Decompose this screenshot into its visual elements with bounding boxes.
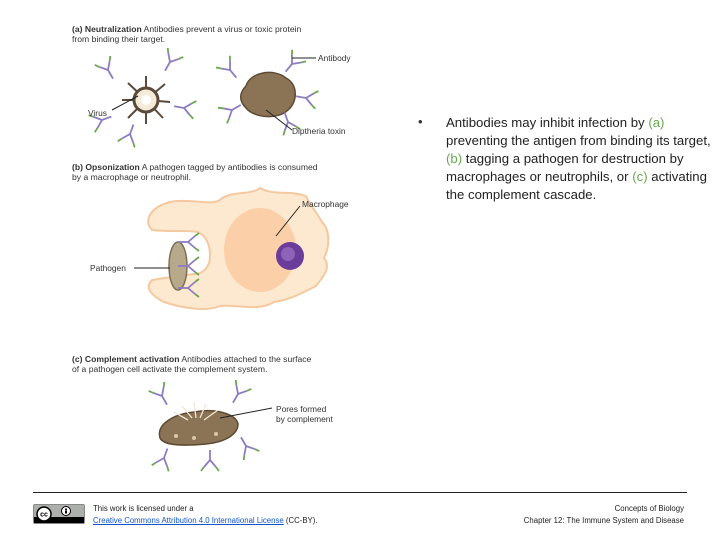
macrophage-label: Macrophage (302, 199, 349, 209)
panel-c-caption: (c) Complement activation Antibodies att… (72, 354, 372, 374)
marker-a: (a) (648, 115, 665, 130)
panel-a-caption: (a) Neutralization Antibodies prevent a … (72, 24, 372, 44)
marker-c: (c) (632, 169, 648, 184)
marker-b: (b) (446, 151, 463, 166)
figure-illustration (87, 47, 330, 473)
license-line1: This work is licensed under a (93, 504, 194, 513)
body-text-part3: tagging a pathogen for destruction by ma… (446, 151, 684, 184)
panel-a-caption-line2: from binding their target. (72, 34, 166, 44)
footer-divider (33, 492, 687, 493)
diptheria-toxin-graphic (215, 48, 320, 137)
cc-by-badge-icon: cc (33, 504, 85, 524)
virus-label: Virus (88, 108, 107, 118)
panel-c-caption-line2: of a pathogen cell activate the compleme… (72, 364, 268, 374)
chapter-credit: Concepts of Biology Chapter 12: The Immu… (524, 503, 684, 527)
pores-label-line1: Pores formed (276, 404, 327, 414)
cc-badge-graphic: cc (34, 505, 84, 523)
macrophage-leader-line (275, 205, 301, 237)
body-text-part2: preventing the antigen from binding its … (446, 133, 711, 148)
slide-body-text: Antibodies may inhibit infection by (a) … (446, 114, 718, 204)
macrophage-graphic (147, 186, 330, 310)
panel-c-caption-line1: Antibodies attached to the surface (181, 354, 312, 364)
license-suffix: (CC-BY). (283, 516, 318, 525)
panel-c-letter: (c) (72, 354, 83, 364)
chapter-title: Chapter 12: The Immune System and Diseas… (523, 516, 684, 525)
panel-b-caption-line1: A pathogen tagged by antibodies is consu… (141, 162, 318, 172)
panel-b-caption: (b) Opsonization A pathogen tagged by an… (72, 162, 372, 182)
virus-graphic (122, 76, 171, 124)
license-link[interactable]: Creative Commons Attribution 4.0 Interna… (93, 516, 284, 525)
pores-label: Pores formed by complement (276, 404, 333, 424)
pathogen-label: Pathogen (90, 263, 126, 273)
panel-a-title: Neutralization (84, 24, 142, 34)
bullet-marker: • (418, 114, 423, 129)
body-text-part4: activating the complement cascade. (446, 169, 707, 202)
panel-b-caption-line2: by a macrophage or neutrophil. (72, 172, 191, 182)
panel-a-letter: (a) (72, 24, 83, 34)
panel-b-letter: (b) (72, 162, 83, 172)
body-text-part1: Antibodies may inhibit infection by (446, 115, 649, 130)
toxin-leader-line (265, 109, 293, 131)
pores-leader-line (219, 407, 273, 419)
pores-label-line2: by complement (276, 414, 333, 424)
book-title: Concepts of Biology (614, 504, 684, 513)
diptheria-toxin-label: Diptheria toxin (292, 126, 346, 136)
complement-pathogen-graphic (147, 379, 261, 473)
license-notice: This work is licensed under a Creative C… (93, 503, 318, 527)
svg-text:cc: cc (40, 512, 48, 519)
antibody-label: Antibody (318, 53, 351, 63)
panel-c-title: Complement activation (84, 354, 180, 364)
virus-leader-line (111, 95, 139, 111)
panel-a-caption-line1: Antibodies prevent a virus or toxic prot… (143, 24, 302, 34)
panel-b-title: Opsonization (85, 162, 140, 172)
antibody-functions-figure: (a) Neutralization Antibodies prevent a … (60, 10, 380, 480)
